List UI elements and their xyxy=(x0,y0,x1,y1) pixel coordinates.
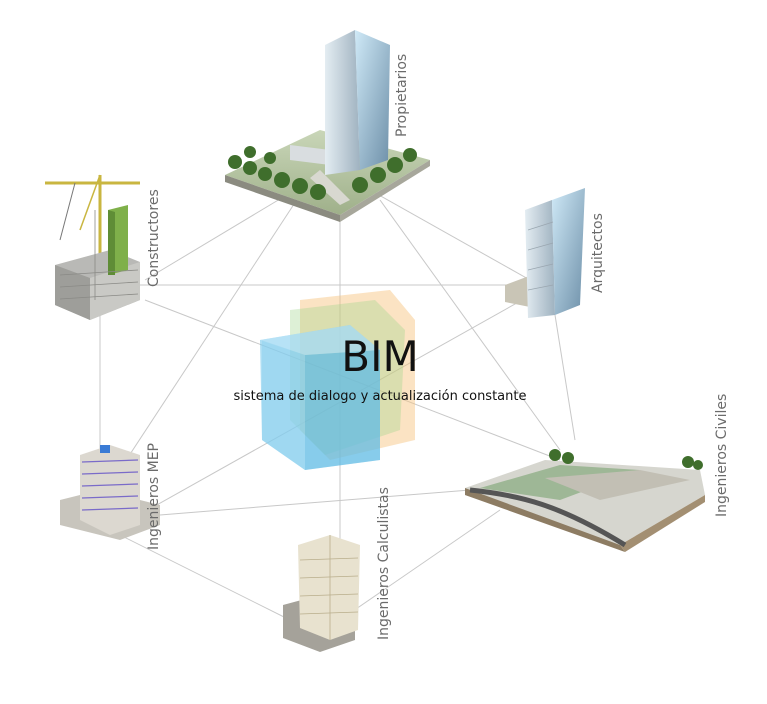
label-arquitectos: Arquitectos xyxy=(590,213,606,293)
ingenieros-civiles-site xyxy=(465,449,705,552)
arquitectos-building xyxy=(505,188,585,318)
bim-subtitle: sistema de dialogo y actualización const… xyxy=(170,389,590,404)
ingenieros-calculistas-building xyxy=(283,535,360,652)
ingenieros-mep-building xyxy=(60,445,160,540)
label-ingenieros-calculistas: Ingenieros Calculistas xyxy=(376,487,392,640)
label-propietarios: Propietarios xyxy=(394,54,410,137)
label-constructores: Constructores xyxy=(146,189,162,287)
label-ingenieros-mep: Ingenieros MEP xyxy=(146,443,162,550)
bim-title: BIM xyxy=(280,336,480,378)
label-ingenieros-civiles: Ingenieros Civiles xyxy=(714,394,730,517)
constructores-building xyxy=(45,175,140,320)
